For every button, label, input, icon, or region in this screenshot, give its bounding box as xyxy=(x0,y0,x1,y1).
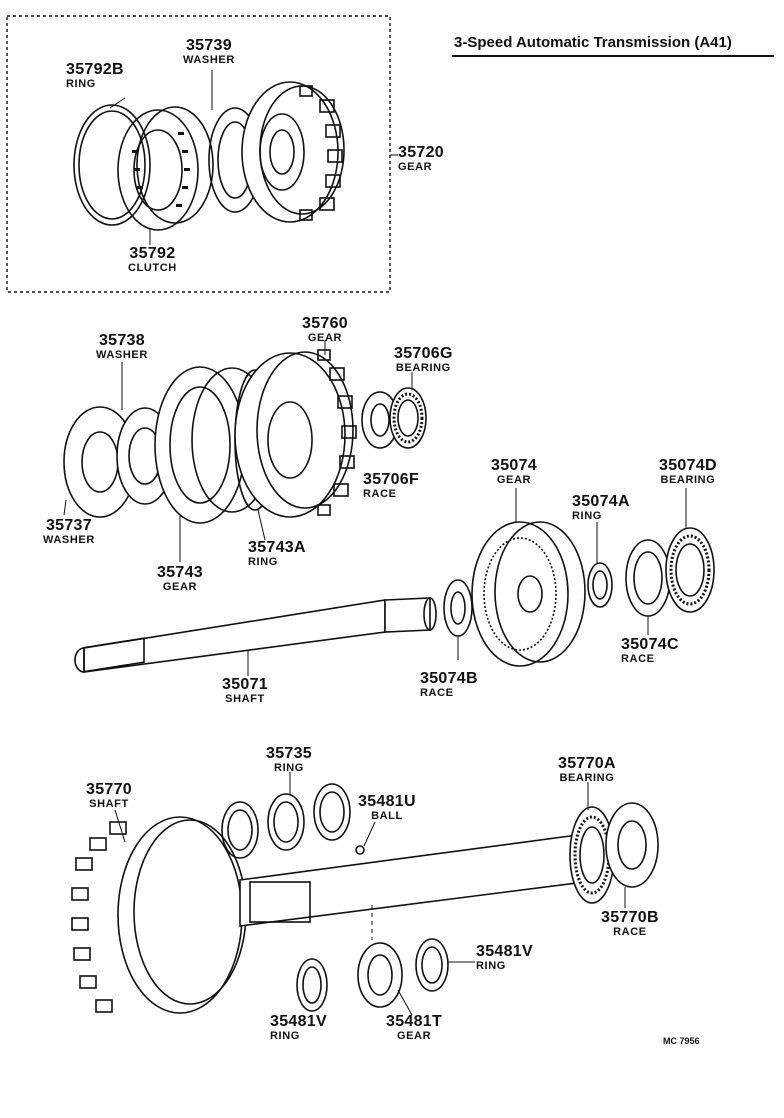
part-35760-gear-drawing xyxy=(234,340,357,518)
part-35735-ring-drawing xyxy=(221,772,351,859)
part-35706G-bearing-drawing xyxy=(389,372,427,449)
part-35770-shaft-drawing xyxy=(71,809,601,1014)
part-35792B-ring-drawing xyxy=(73,97,151,226)
part-35074A-ring-drawing xyxy=(587,522,613,608)
part-35720-gear-drawing xyxy=(241,81,345,223)
part-35481U-ball-drawing xyxy=(355,821,376,855)
part-35074D-bearing-drawing xyxy=(665,488,715,613)
part-35481T-gear-drawing xyxy=(357,905,413,1016)
part-35792-clutch-drawing xyxy=(117,106,214,245)
part-35074B-race-drawing xyxy=(443,579,473,660)
part-35071-shaft-drawing xyxy=(74,597,437,676)
part-35481V-left-ring-drawing xyxy=(296,958,328,1012)
part-35481V-right-ring-drawing xyxy=(415,938,475,992)
part-35770B-race-drawing xyxy=(605,802,659,908)
part-35074-gear-drawing xyxy=(471,488,586,667)
page-title: 3-Speed Automatic Transmission (A41) xyxy=(454,34,732,51)
drawing-code: MC 7956 xyxy=(663,1036,700,1046)
part-35074C-race-drawing xyxy=(625,539,671,635)
